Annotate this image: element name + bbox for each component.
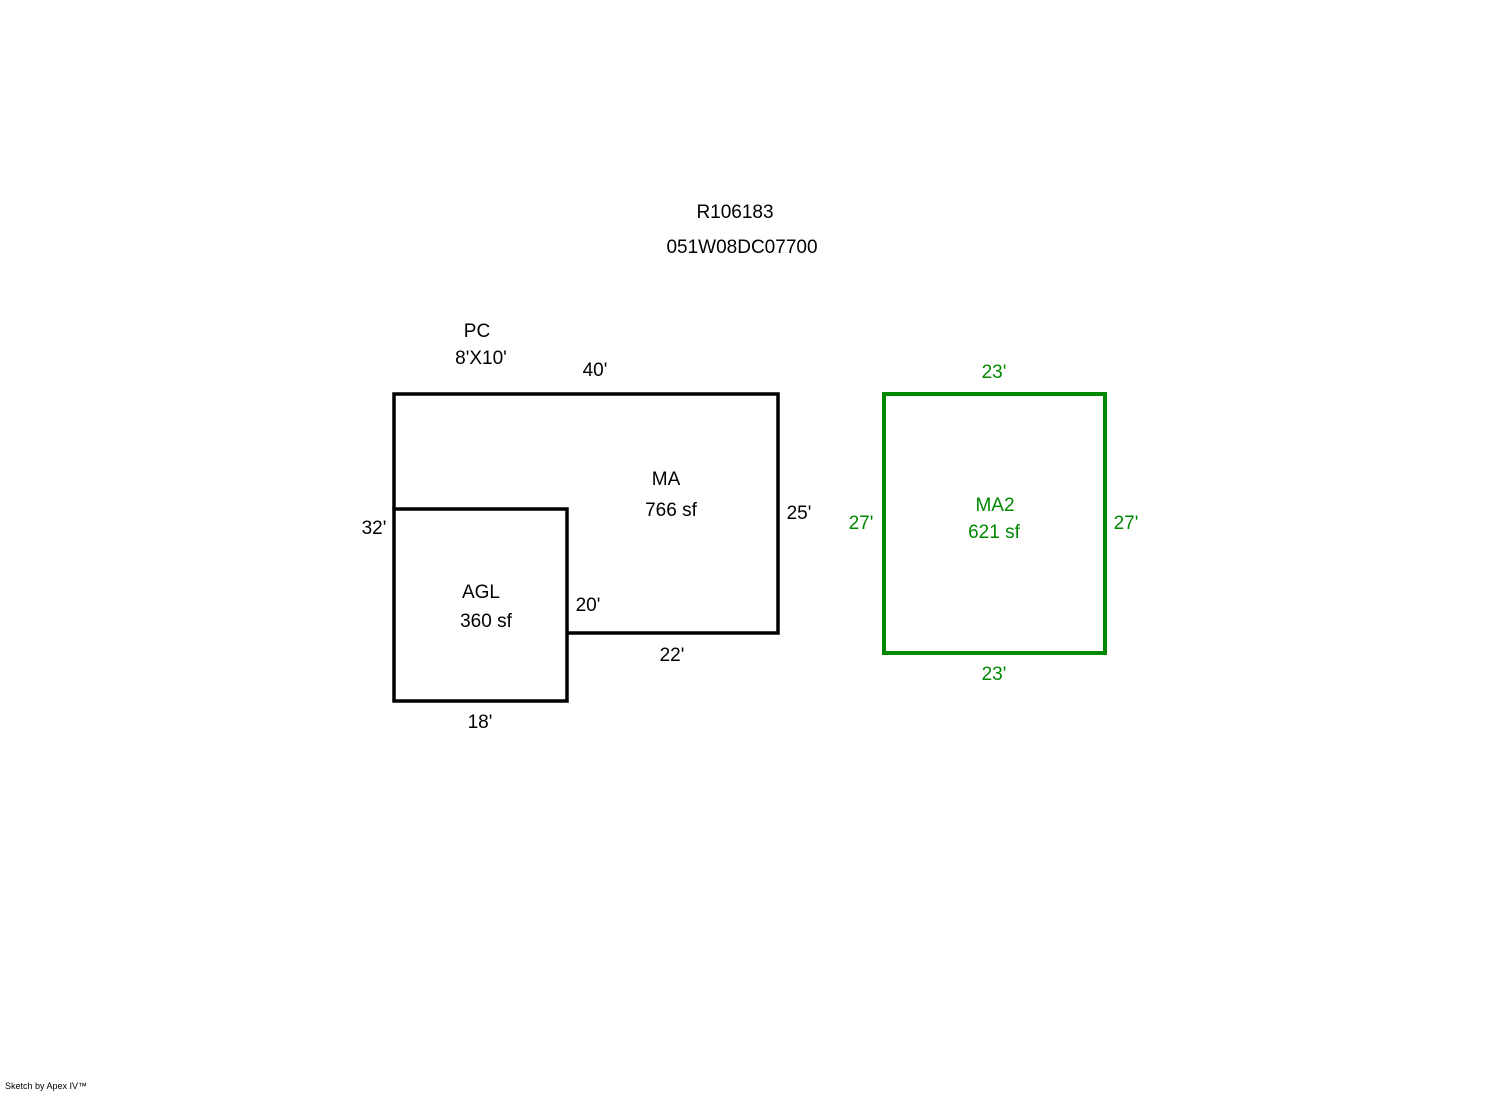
ma-dim-right: 25' — [786, 503, 812, 524]
record-id: R106183 — [696, 202, 774, 223]
agl-outline — [392, 507, 569, 703]
parcel-id: 051W08DC07700 — [666, 237, 818, 258]
agl-label: AGL — [461, 582, 501, 603]
ma-dim-top: 40' — [582, 360, 608, 381]
ma2-dim-right: 27' — [1113, 513, 1139, 534]
ma2-outline — [882, 392, 1107, 655]
agl-dim-bottom: 18' — [467, 712, 493, 733]
ma-dim-left: 32' — [361, 518, 387, 539]
ma2-dim-top: 23' — [981, 362, 1007, 383]
agl-area: 360 sf — [460, 611, 512, 632]
ma2-dim-left: 27' — [848, 513, 874, 534]
pc-label: PC — [463, 321, 491, 342]
ma2-area: 621 sf — [968, 522, 1020, 543]
ma2-label: MA2 — [975, 495, 1015, 516]
ma-dim-bottom: 22' — [659, 645, 685, 666]
ma-dim-inner: 20' — [575, 595, 601, 616]
ma-outline — [392, 392, 780, 635]
footer-credit: Sketch by Apex IV™ — [5, 1081, 88, 1091]
ma-label: MA — [651, 469, 681, 490]
pc-size: 8'X10' — [455, 348, 507, 369]
ma-area: 766 sf — [645, 500, 697, 521]
ma2-dim-bottom: 23' — [981, 664, 1007, 685]
